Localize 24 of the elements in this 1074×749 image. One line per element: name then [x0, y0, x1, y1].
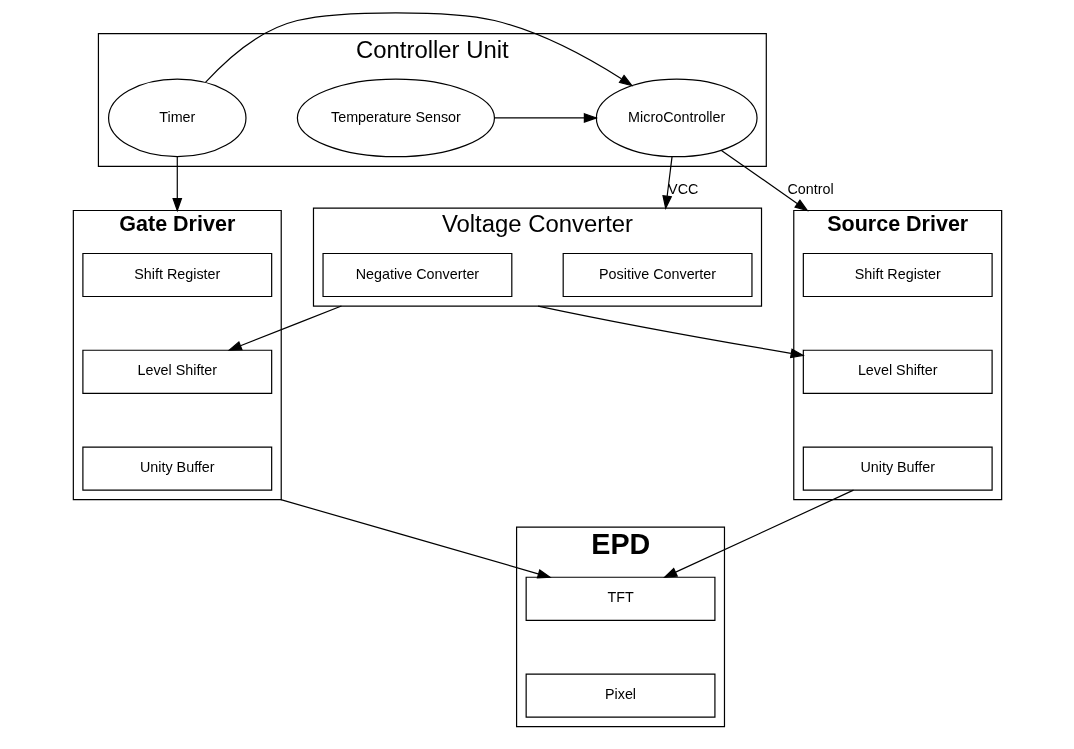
arrow: [204, 12, 633, 87]
node-ellipse: Temperature Sensor: [296, 78, 495, 158]
arrow: [493, 112, 598, 123]
edge-label: Control: [786, 181, 834, 198]
arrow: [661, 156, 673, 210]
arrow: [279, 499, 552, 579]
arrow: [720, 149, 809, 212]
node-box: Shift Register: [802, 252, 993, 298]
node-box: Positive Converter: [562, 252, 753, 298]
arrow: [227, 305, 342, 351]
arrow: [662, 489, 854, 578]
node-ellipse: MicroController: [595, 78, 758, 158]
node-ellipse: Timer: [107, 78, 247, 158]
node-box: Unity Buffer: [802, 446, 993, 491]
node-box: Negative Converter: [321, 252, 512, 298]
node-box: TFT: [525, 576, 715, 621]
arrow: [537, 305, 805, 359]
edge-label: VCC: [667, 181, 698, 198]
node-box: Unity Buffer: [81, 446, 272, 491]
node-box: Level Shifter: [81, 349, 272, 394]
node-box: Shift Register: [81, 252, 272, 298]
node-box: Level Shifter: [802, 349, 993, 394]
arrow: [171, 156, 182, 213]
node-box: Pixel: [525, 673, 715, 718]
